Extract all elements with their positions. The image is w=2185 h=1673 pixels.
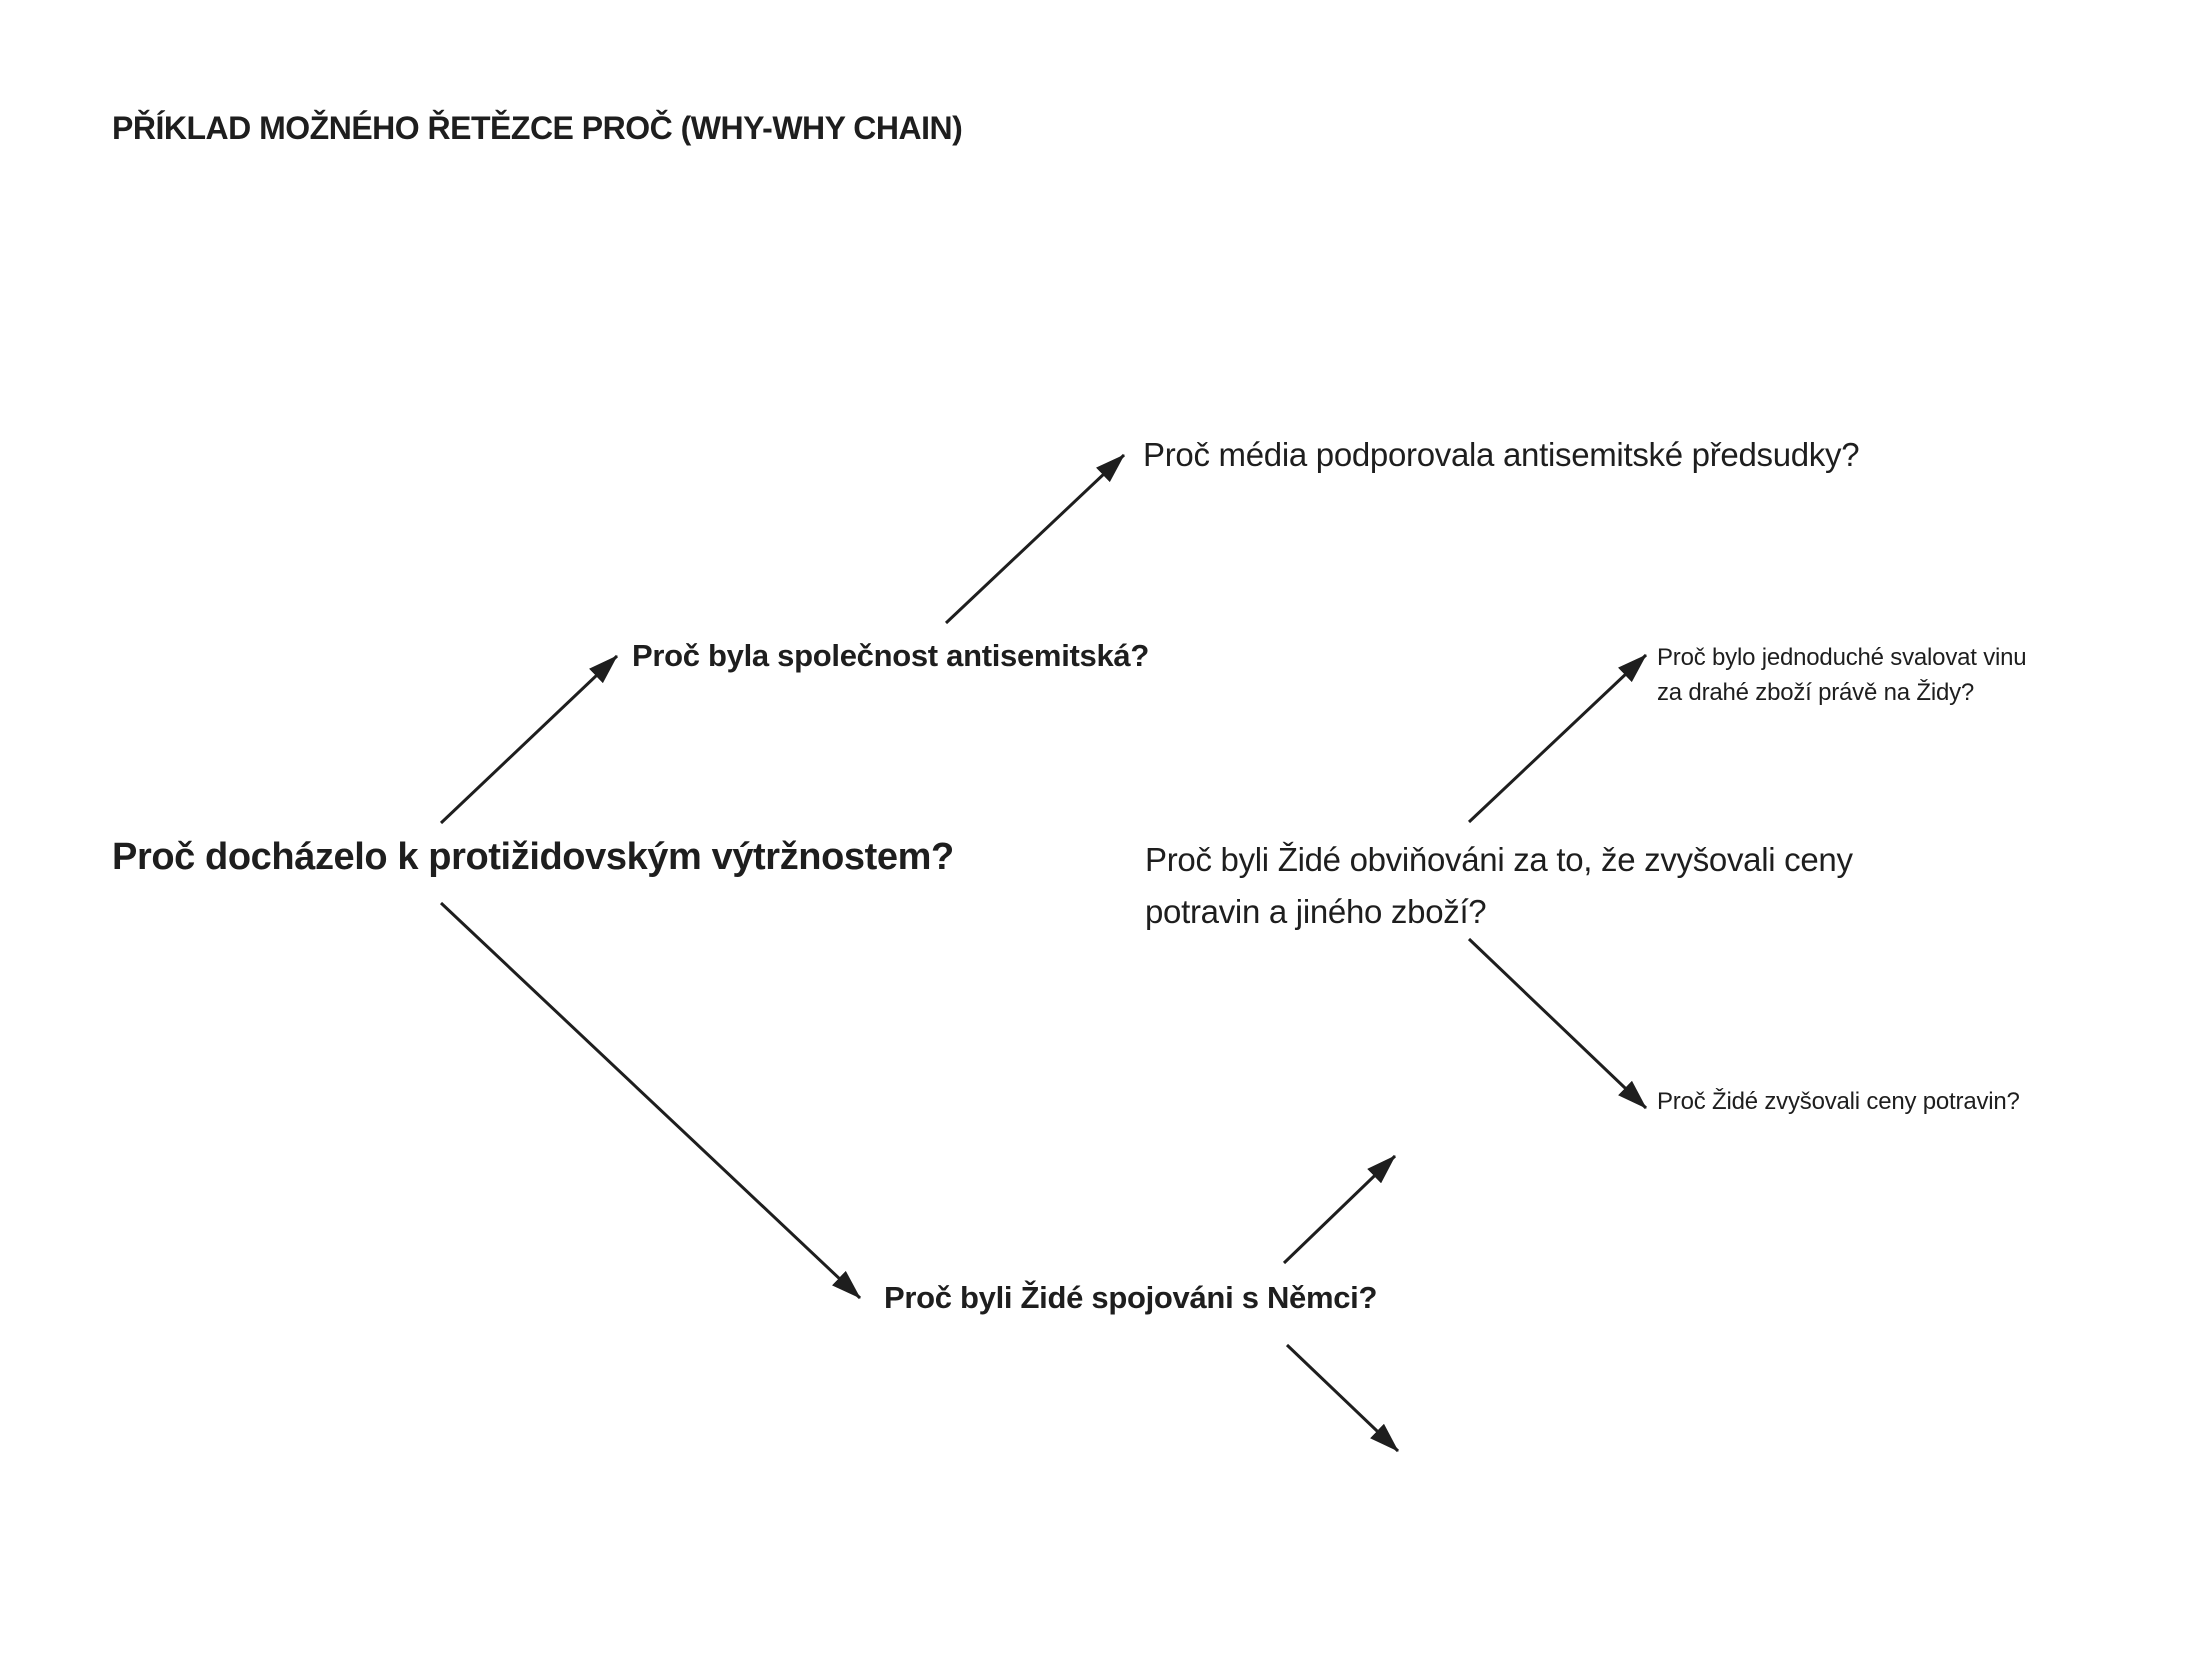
node-blamed-question: Proč byli Židé obviňováni za to, že zvyš… [1145,834,1853,938]
arrow-blamed-to-easy [1467,653,1648,824]
node-media-question: Proč média podporovala antisemitské před… [1143,436,1860,473]
node-easy-blame-line-2: za drahé zboží právě na Židy? [1657,679,1975,706]
node-root-question: Proč docházelo k protižidovským výtržnos… [112,836,954,878]
node-easy-blame-line-1: Proč bylo jednoduché svalovat vinu [1657,644,2027,671]
node-blamed-line-1: Proč byli Židé obviňováni za to, že zvyš… [1145,841,1853,878]
arrow-root-to-germans [439,901,862,1300]
node-society-question: Proč byla společnost antisemitská? [632,638,1149,673]
arrow-germans-up [1282,1154,1397,1265]
node-germans-question: Proč byli Židé spojováni s Němci? [884,1280,1378,1315]
node-blamed-line-2: potravin a jiného zboží? [1145,893,1487,930]
arrow-root-to-society [439,654,619,825]
arrow-germans-down [1285,1343,1400,1453]
diagram-title: PŘÍKLAD MOŽNÉHO ŘETĚZCE PROČ (WHY-WHY CH… [112,110,963,146]
arrow-blamed-to-raised [1467,937,1648,1110]
arrow-society-to-media [944,453,1126,625]
node-easy-blame-question: Proč bylo jednoduché svalovat vinu za dr… [1657,640,2027,710]
node-raised-prices-question: Proč Židé zvyšovali ceny potravin? [1657,1088,2020,1115]
